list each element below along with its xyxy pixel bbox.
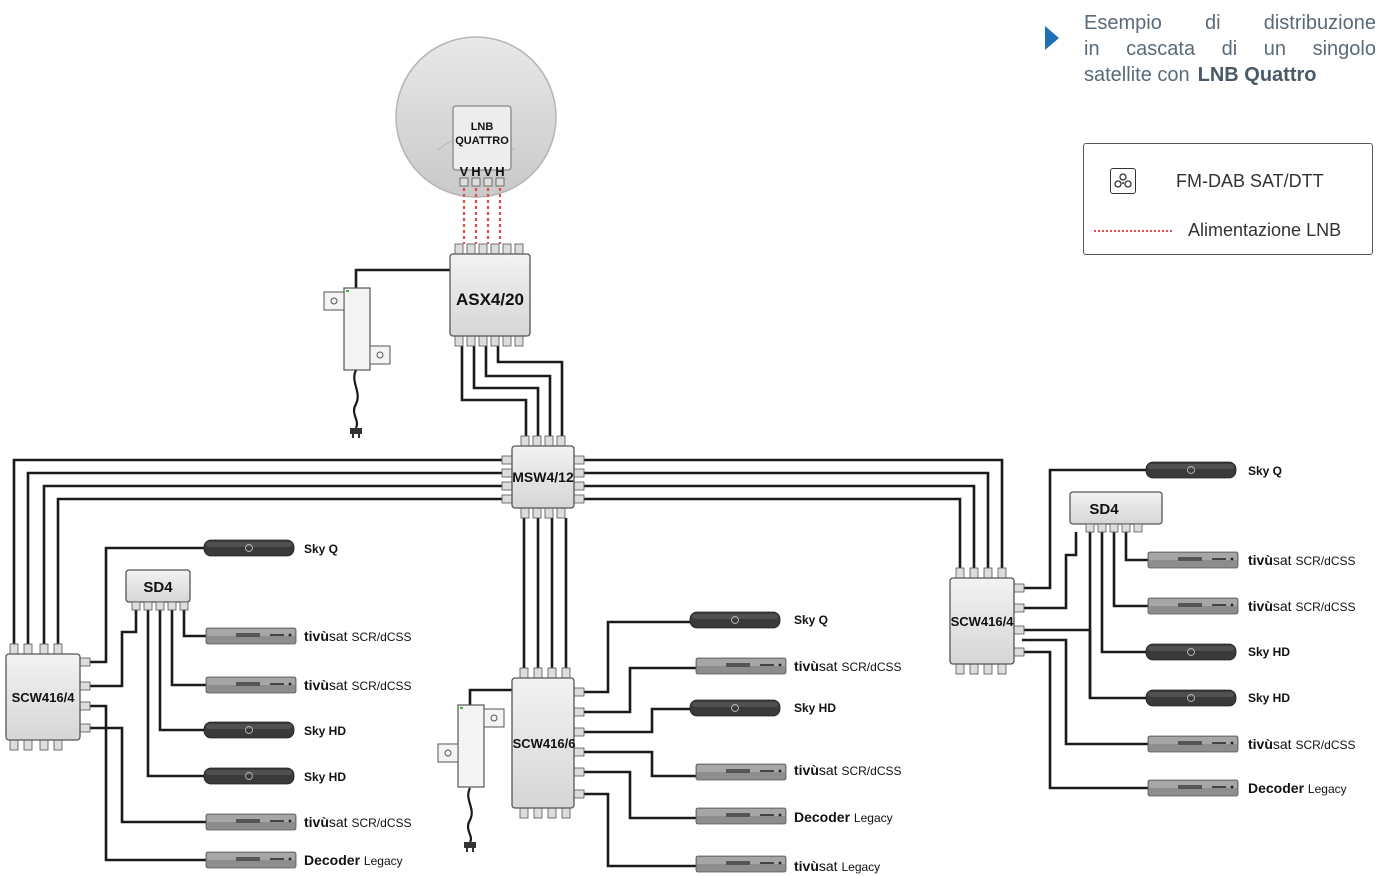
receiver-label: tivùsat Legacy bbox=[794, 858, 880, 874]
caption: Esempio di distribuzione in cascata di u… bbox=[1084, 10, 1376, 88]
scw-left-label: SCW416/4 bbox=[12, 690, 76, 705]
caption-word: in bbox=[1084, 38, 1100, 60]
caption-word: di bbox=[1221, 38, 1238, 60]
receiver-label: Sky HD bbox=[794, 701, 836, 715]
lnb-power-line-icon bbox=[1094, 229, 1172, 232]
receiver-device-sky-q bbox=[689, 611, 781, 629]
caption-word: di bbox=[1204, 12, 1221, 34]
caption-line-1: Esempio di distribuzione bbox=[1084, 10, 1376, 36]
receiver-label: Decoder Legacy bbox=[1248, 780, 1347, 796]
receivers-right: Sky Q tivùsat SCR/dCSS tivùsat SCR/dCSS … bbox=[1145, 461, 1356, 797]
receiver-device-stb bbox=[205, 851, 297, 869]
legend-label-fm-dab: FM-DAB SAT/DTT bbox=[1176, 170, 1324, 191]
receiver-device-sky-hd bbox=[1145, 689, 1237, 707]
scw-center-label: SCW416/6 bbox=[513, 736, 576, 751]
receiver-label: tivùsat SCR/dCSS bbox=[794, 762, 902, 778]
msw-label: MSW4/12 bbox=[512, 469, 574, 485]
receiver-label: Sky Q bbox=[794, 613, 828, 627]
power-supply-center bbox=[437, 704, 505, 788]
receiver-label: tivùsat SCR/dCSS bbox=[1248, 552, 1356, 568]
lnb-port-label: H bbox=[471, 164, 480, 179]
fm-dab-outlet-icon bbox=[1110, 168, 1136, 194]
receiver-label: Sky HD bbox=[304, 770, 346, 784]
receiver-label: Sky Q bbox=[1248, 464, 1282, 478]
receiver-device-stb bbox=[695, 657, 787, 675]
receiver-label: Sky HD bbox=[1248, 645, 1290, 659]
coax-cables bbox=[12, 268, 1148, 868]
receiver-label: tivùsat SCR/dCSS bbox=[304, 628, 412, 644]
asx-label: ASX4/20 bbox=[456, 290, 524, 309]
receiver-label: tivùsat SCR/dCSS bbox=[304, 677, 412, 693]
lnb-port-label: H bbox=[495, 164, 504, 179]
receiver-device-stb bbox=[1147, 551, 1239, 569]
caption-word: Esempio bbox=[1084, 12, 1162, 34]
lnb-port-label: V bbox=[484, 164, 493, 179]
power-plugs bbox=[352, 369, 473, 843]
caption-emphasis: LNB Quattro bbox=[1197, 64, 1317, 86]
receiver-device-stb bbox=[205, 627, 297, 645]
lnb-port-label: V bbox=[460, 164, 469, 179]
caption-word: singolo bbox=[1312, 38, 1376, 60]
receiver-device-sky-hd bbox=[203, 767, 295, 785]
msw-multiswitch: MSW4/12 bbox=[501, 435, 585, 519]
lnb-title: LNB bbox=[471, 121, 494, 133]
receiver-label: tivùsat SCR/dCSS bbox=[1248, 736, 1356, 752]
receivers-center: Sky Q tivùsat SCR/dCSS Sky HD tivùsat SC… bbox=[689, 611, 902, 874]
legend-row-lnb-power: Alimentazione LNB bbox=[1094, 220, 1341, 241]
legend: FM-DAB SAT/DTT Alimentazione LNB bbox=[1083, 143, 1373, 255]
receiver-device-stb bbox=[1147, 597, 1239, 615]
receiver-device-sky-hd bbox=[1145, 643, 1237, 661]
receiver-label: tivùsat SCR/dCSS bbox=[794, 658, 902, 674]
receiver-device-stb bbox=[695, 807, 787, 825]
scw-right-label: SCW416/4 bbox=[951, 614, 1015, 629]
asx-multiswitch: ASX4/20 bbox=[449, 243, 531, 347]
caption-word: distribuzione bbox=[1263, 12, 1376, 34]
receiver-label: Decoder Legacy bbox=[304, 852, 403, 868]
legend-row-fm-dab: FM-DAB SAT/DTT bbox=[1110, 168, 1324, 194]
caption-line-2: in cascata di un singolo bbox=[1084, 36, 1376, 62]
receivers-left: Sky Q tivùsat SCR/dCSS tivùsat SCR/dCSS … bbox=[203, 539, 412, 869]
caption-word: un bbox=[1263, 38, 1287, 60]
caption-text: satellite con bbox=[1084, 64, 1190, 86]
sd4-left: SD4 bbox=[125, 569, 191, 611]
receiver-label: Decoder Legacy bbox=[794, 809, 893, 825]
lnb-title: QUATTRO bbox=[455, 135, 509, 147]
sd4-left-label: SD4 bbox=[143, 579, 173, 596]
caption-arrow-icon bbox=[1045, 26, 1059, 50]
power-supply-top bbox=[323, 287, 391, 371]
sd4-right: SD4 bbox=[1069, 491, 1163, 533]
sd4-right-label: SD4 bbox=[1089, 501, 1119, 518]
receiver-label: Sky Q bbox=[304, 542, 338, 556]
caption-word: cascata bbox=[1126, 38, 1196, 60]
receiver-label: tivùsat SCR/dCSS bbox=[304, 814, 412, 830]
receiver-device-sky-q bbox=[1145, 461, 1237, 479]
scw-left: SCW416/4 bbox=[5, 643, 91, 751]
receiver-device-sky-q bbox=[203, 539, 295, 557]
scw-center: SCW416/6 bbox=[511, 667, 585, 819]
receiver-device-stb bbox=[205, 813, 297, 831]
receiver-label: Sky HD bbox=[1248, 691, 1290, 705]
scw-right: SCW416/4 bbox=[949, 567, 1025, 675]
legend-label-lnb-power: Alimentazione LNB bbox=[1188, 220, 1342, 240]
receiver-label: Sky HD bbox=[304, 724, 346, 738]
receiver-label: tivùsat SCR/dCSS bbox=[1248, 598, 1356, 614]
receiver-device-stb bbox=[695, 763, 787, 781]
receiver-device-sky-hd bbox=[689, 699, 781, 717]
receiver-device-sky-hd bbox=[203, 721, 295, 739]
receiver-device-stb bbox=[1147, 779, 1239, 797]
receiver-device-stb bbox=[1147, 735, 1239, 753]
receiver-device-stb bbox=[205, 676, 297, 694]
receiver-device-stb bbox=[695, 855, 787, 873]
lnb-quattro bbox=[452, 105, 512, 171]
caption-line-3: satellite con LNB Quattro bbox=[1084, 62, 1376, 88]
